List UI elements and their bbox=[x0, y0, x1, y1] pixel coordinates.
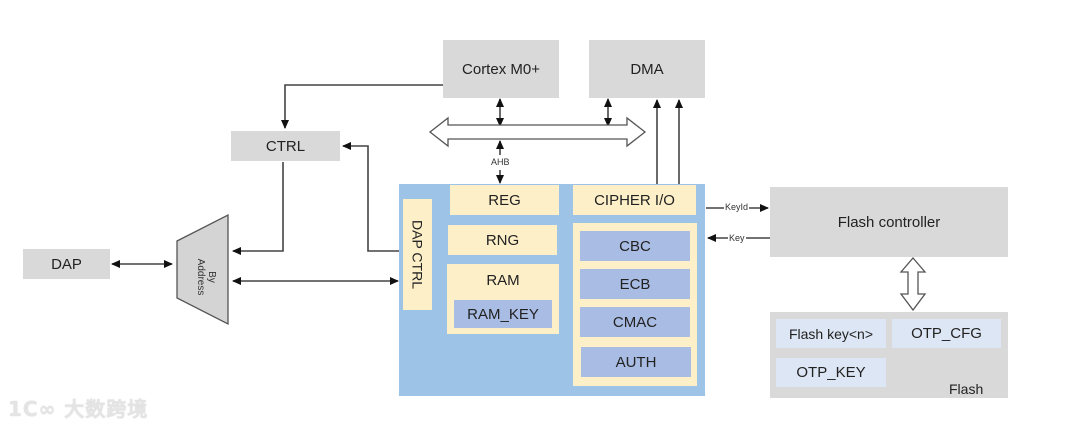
wire-cortex-to-ctrl bbox=[281, 84, 443, 129]
dap-ctrl-block: DAP CTRL bbox=[403, 199, 432, 310]
ecb-block: ECB bbox=[580, 269, 690, 299]
otp-cfg-label: OTP_CFG bbox=[911, 325, 982, 342]
ctrl-label: CTRL bbox=[265, 137, 306, 155]
cbc-block: CBC bbox=[580, 231, 690, 261]
flash-key-label: Flash key<n> bbox=[788, 325, 874, 342]
wire-ctrl-to-mux bbox=[232, 162, 284, 255]
ram-key-label: RAM_KEY bbox=[467, 305, 539, 323]
auth-label: AUTH bbox=[615, 353, 657, 371]
cbc-label: CBC bbox=[619, 237, 651, 255]
key-label: Key bbox=[728, 233, 746, 243]
flash-controller-label: Flash controller bbox=[837, 213, 941, 231]
otp-key-block: OTP_KEY bbox=[776, 358, 886, 387]
rng-label: RNG bbox=[485, 231, 520, 249]
ram-label: RAM bbox=[486, 272, 520, 289]
address-mux bbox=[176, 213, 229, 326]
dap-block: DAP bbox=[23, 249, 110, 279]
ahb-bus-arrow bbox=[428, 116, 647, 148]
keyid-label: KeyId bbox=[724, 202, 750, 212]
flash-bus-arrow bbox=[899, 257, 927, 312]
reg-label: REG bbox=[488, 191, 521, 209]
cipher-io-block: CIPHER I/O bbox=[573, 185, 696, 215]
flash-controller-block: Flash controller bbox=[770, 187, 1008, 257]
dap-label: DAP bbox=[51, 255, 82, 273]
ahb-label: AHB bbox=[490, 157, 511, 167]
ecb-label: ECB bbox=[619, 275, 651, 293]
wire-dapctrl-to-ctrl bbox=[342, 142, 400, 252]
ram-key-block: RAM_KEY bbox=[454, 300, 552, 328]
otp-cfg-block: OTP_CFG bbox=[892, 319, 1001, 348]
mux-label: By Address bbox=[195, 258, 217, 296]
cipher-io-label: CIPHER I/O bbox=[594, 191, 675, 209]
cortex-m0-label: Cortex M0+ bbox=[462, 60, 540, 78]
dma-block: DMA bbox=[589, 40, 705, 98]
cortex-m0-block: Cortex M0+ bbox=[443, 40, 559, 98]
ctrl-block: CTRL bbox=[231, 131, 340, 161]
watermark-logo: 1C∞ 大数跨境 bbox=[8, 397, 149, 421]
flash-key-block: Flash key<n> bbox=[776, 319, 886, 348]
reg-block: REG bbox=[450, 185, 559, 215]
dap-ctrl-label: DAP CTRL bbox=[409, 220, 426, 289]
otp-key-label: OTP_KEY bbox=[796, 364, 866, 381]
cmac-block: CMAC bbox=[580, 307, 690, 337]
dma-label: DMA bbox=[630, 60, 664, 78]
cmac-label: CMAC bbox=[612, 313, 658, 331]
auth-block: AUTH bbox=[581, 347, 691, 377]
rng-block: RNG bbox=[448, 225, 557, 255]
flash-label: Flash bbox=[949, 381, 984, 397]
